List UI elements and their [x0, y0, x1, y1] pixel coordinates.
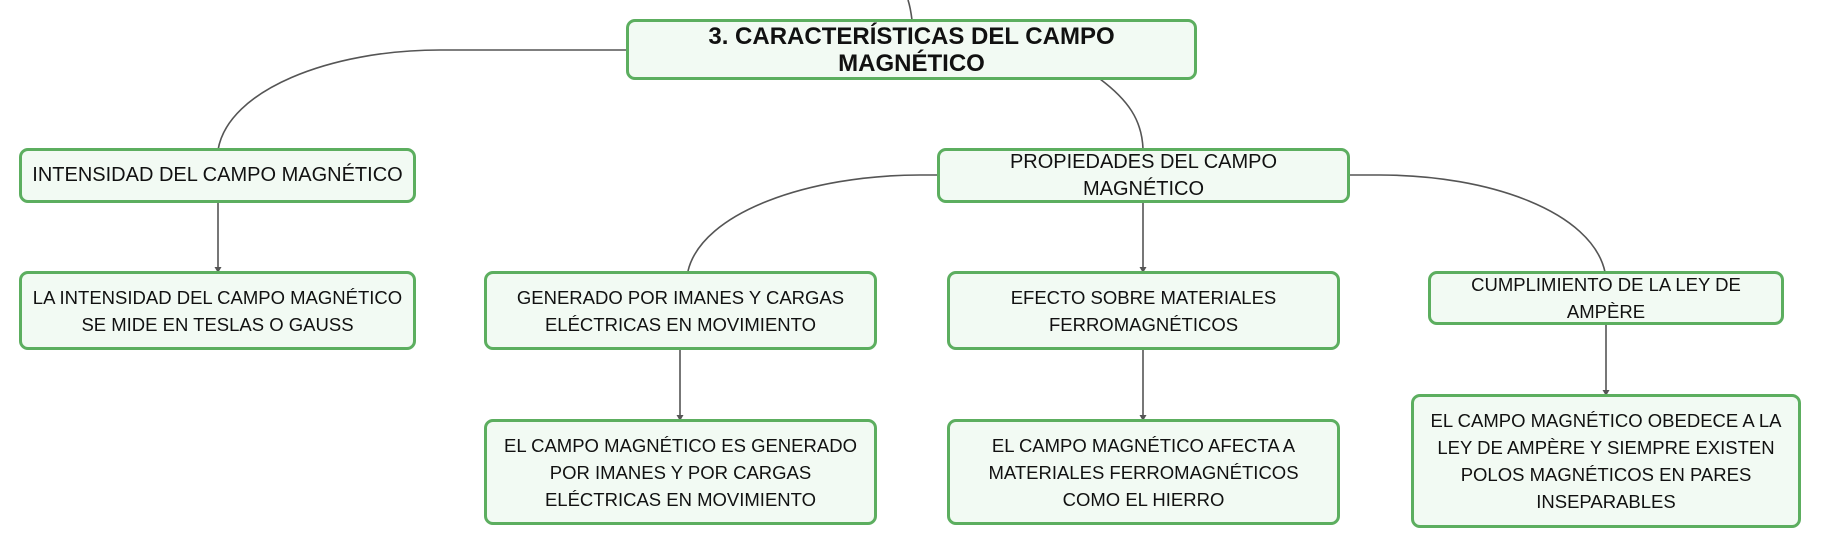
arrowhead-ferro — [1139, 267, 1147, 273]
link-properties-to-generated — [687, 174, 938, 272]
properties-node[interactable]: PROPIEDADES DEL CAMPO MAGNÉTICO — [937, 148, 1350, 203]
link-parent-to-main — [907, 0, 913, 21]
ampere-detail-node[interactable]: EL CAMPO MAGNÉTICO OBEDECE A LA LEY DE A… — [1411, 394, 1801, 528]
intensity-node[interactable]: INTENSIDAD DEL CAMPO MAGNÉTICO — [19, 148, 416, 203]
intensity-detail-node[interactable]: LA INTENSIDAD DEL CAMPO MAGNÉTICO SE MID… — [19, 271, 416, 350]
arrowhead-ampere-detail — [1602, 390, 1610, 396]
generated-detail-node[interactable]: EL CAMPO MAGNÉTICO ES GENERADO POR IMANE… — [484, 419, 877, 525]
generated-node[interactable]: GENERADO POR IMANES Y CARGAS ELÉCTRICAS … — [484, 271, 877, 350]
main-topic-node[interactable]: 3. CARACTERÍSTICAS DEL CAMPO MAGNÉTICO — [626, 19, 1197, 80]
link-main-to-properties — [1099, 78, 1144, 150]
ampere-node[interactable]: CUMPLIMIENTO DE LA LEY DE AMPÈRE — [1428, 271, 1784, 325]
ferro-detail-node[interactable]: EL CAMPO MAGNÉTICO AFECTA A MATERIALES F… — [947, 419, 1340, 525]
link-main-to-intensity — [217, 49, 626, 151]
arrowhead-intensity-detail — [214, 267, 222, 273]
link-properties-to-ampere — [1349, 174, 1606, 273]
arrowhead-ferro-detail — [1139, 415, 1147, 421]
arrowhead-generated-detail — [676, 415, 684, 421]
ferro-node[interactable]: EFECTO SOBRE MATERIALES FERROMAGNÉTICOS — [947, 271, 1340, 350]
